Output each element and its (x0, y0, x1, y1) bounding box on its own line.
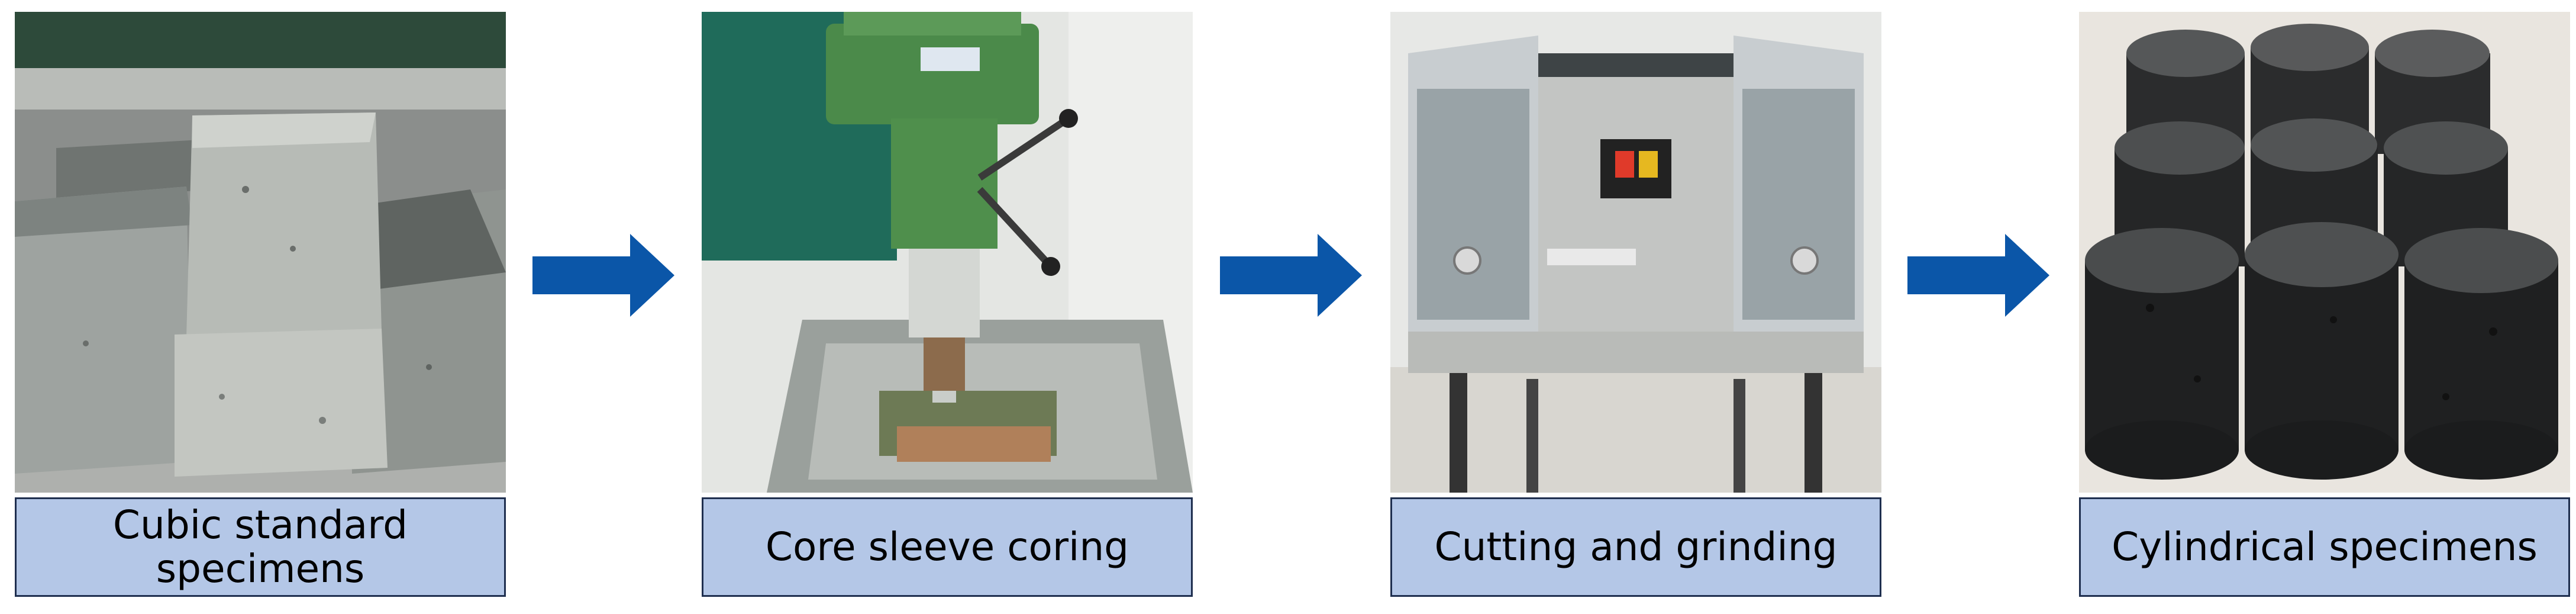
step-2-caption: Core sleeve coring (702, 497, 1193, 597)
drill-press-photo (702, 12, 1193, 493)
concrete-cubes-photo (15, 12, 506, 493)
step-2: Core sleeve coring (702, 12, 1193, 597)
step-3: Cutting and grinding (1390, 12, 1881, 597)
arrow-right-icon (532, 234, 674, 317)
arrow-right-icon (1907, 234, 2049, 317)
step-4-caption: Cylindrical specimens (2079, 497, 2570, 597)
arrow-right-icon (1220, 234, 1362, 317)
step-1: Cubic standard specimens (15, 12, 506, 597)
cylinder-specimens-photo (2079, 12, 2570, 493)
step-3-caption: Cutting and grinding (1390, 497, 1881, 597)
grinding-machine-photo (1390, 12, 1881, 493)
step-4: Cylindrical specimens (2079, 12, 2570, 597)
step-1-caption: Cubic standard specimens (15, 497, 506, 597)
